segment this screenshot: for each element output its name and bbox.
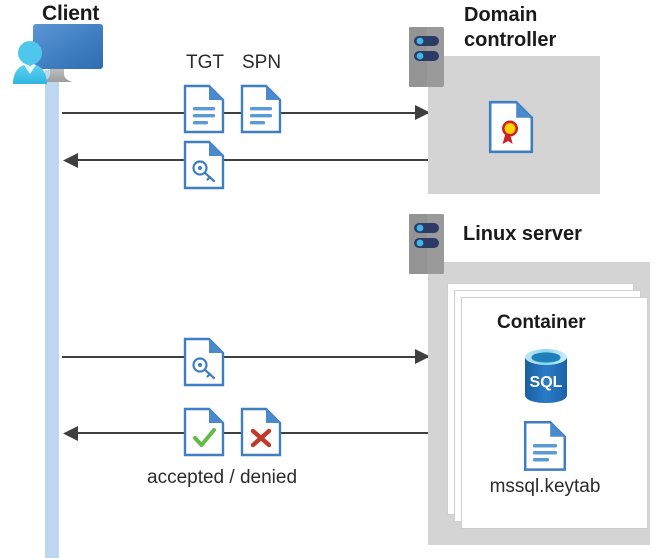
key-document-icon-1 <box>183 140 225 190</box>
client-workstation-icon <box>6 24 116 86</box>
arrowhead-left-4 <box>62 425 78 441</box>
svg-text:SQL: SQL <box>530 374 563 391</box>
message-line-2 <box>74 159 428 161</box>
document-icon-spn <box>240 84 282 134</box>
page-title-client: Client <box>42 2 100 25</box>
arrowhead-right-1 <box>415 105 431 120</box>
denied-document-icon <box>240 407 282 457</box>
tag-spn: SPN <box>242 52 282 73</box>
container-title: Container <box>497 312 586 333</box>
message-line-3 <box>62 356 428 358</box>
linux-server-server-icon <box>409 214 444 274</box>
approved-document-icon <box>183 407 225 457</box>
key-document-icon-2 <box>183 337 225 387</box>
linux-server-title: Linux server <box>463 223 582 245</box>
client-lifeline <box>45 70 59 558</box>
domain-controller-title-line2: controller <box>464 29 557 51</box>
document-icon-tgt <box>183 84 225 134</box>
arrowhead-right-3 <box>415 349 431 364</box>
caption-accepted-denied: accepted / denied <box>147 467 298 488</box>
domain-controller-title: Domain controller <box>464 3 644 53</box>
keytab-filename: mssql.keytab <box>489 476 601 497</box>
keytab-document-icon <box>523 420 567 471</box>
certificate-document-icon <box>488 100 534 154</box>
container-card-front <box>461 297 648 529</box>
sql-database-icon: SQL <box>519 347 573 405</box>
domain-controller-server-icon <box>409 27 444 87</box>
arrowhead-left-2 <box>62 152 78 168</box>
domain-controller-title-line1: Domain <box>464 4 538 26</box>
tag-tgt: TGT <box>186 52 224 73</box>
